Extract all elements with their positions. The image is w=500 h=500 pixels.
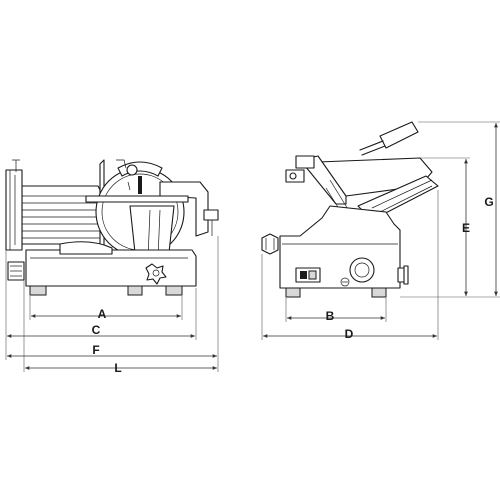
label-c: C (92, 323, 101, 337)
label-b: B (326, 309, 335, 323)
side-view (261, 121, 439, 298)
front-view (5, 159, 219, 296)
label-g: G (484, 195, 493, 209)
label-e: E (462, 221, 470, 235)
base (7, 241, 197, 296)
dimension-labels: A C F L B D E G (92, 195, 494, 375)
label-d: D (345, 327, 354, 341)
carriage (85, 181, 219, 263)
label-a: A (98, 307, 107, 321)
label-l: L (114, 361, 121, 375)
motor-housing (5, 159, 103, 251)
side-body (261, 155, 439, 298)
label-f: F (92, 343, 99, 357)
push-handle (359, 121, 419, 156)
dimension-lines (5, 121, 500, 372)
